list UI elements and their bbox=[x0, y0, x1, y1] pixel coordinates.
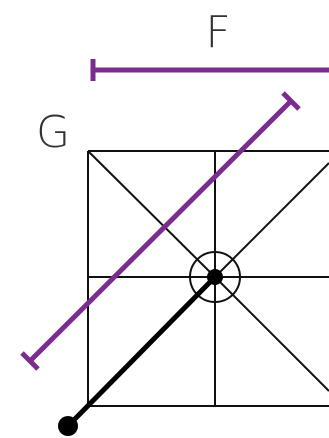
label-f: F bbox=[205, 7, 230, 58]
label-g: G bbox=[36, 107, 70, 158]
dimension-g-line bbox=[28, 99, 293, 363]
end-point bbox=[58, 416, 78, 436]
dimension-g bbox=[20, 91, 301, 371]
diagonal-top-left bbox=[87, 150, 216, 278]
center-point bbox=[207, 269, 223, 285]
diagonal-bottom-right bbox=[214, 276, 329, 392]
dimension-g-tick-start bbox=[20, 351, 40, 371]
radius-line bbox=[65, 274, 218, 429]
dimension-g-tick-end bbox=[281, 91, 301, 111]
dimension-f bbox=[90, 59, 329, 81]
diagonal-top-right bbox=[214, 162, 329, 278]
center-ring bbox=[189, 251, 241, 303]
